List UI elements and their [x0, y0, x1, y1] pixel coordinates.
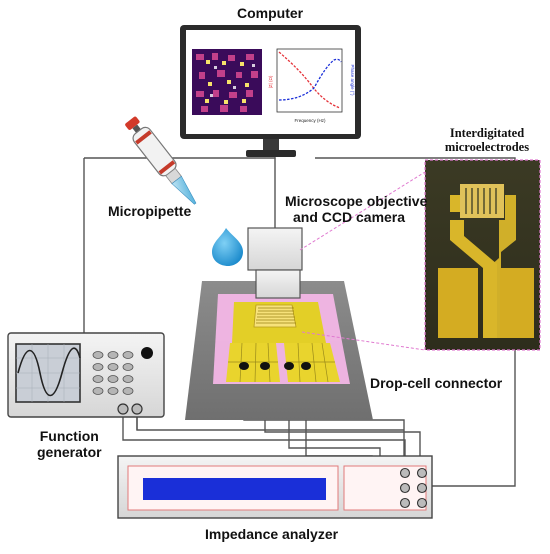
impedance-curve [278, 51, 341, 109]
function-generator-label: Function generator [37, 428, 102, 460]
plot-x-label: Frequency (Hz) [294, 118, 326, 123]
micropipette-label: Micropipette [108, 203, 192, 219]
output-jack-1 [117, 403, 129, 415]
function-generator-label-line2: generator [37, 444, 102, 461]
analyzer-screen [143, 478, 326, 500]
analyzer-jacks [399, 467, 428, 509]
computer-label: Computer [237, 5, 304, 21]
microelectrode-photo [424, 159, 541, 351]
plot-y-right-label: Phase angle (°) [350, 64, 355, 96]
microscope-stage [185, 281, 373, 420]
wire-gen-1 [122, 410, 406, 470]
power-knob [141, 347, 153, 359]
probe-pin-1 [239, 362, 249, 370]
impedance-analyzer [117, 455, 433, 519]
connector-pads-left [226, 343, 280, 382]
generator-buttons [92, 351, 134, 395]
microscope-label-line2: and CCD camera [293, 209, 406, 226]
sine-wave [17, 347, 81, 397]
droplet [212, 228, 243, 266]
monitor-stand [246, 150, 296, 157]
interdigitated-label-line2: microelectrodes [444, 140, 530, 155]
screen-plot: |Z| (Ω) Phase angle (°) Frequency (Hz) [268, 48, 355, 123]
probe-pin-3 [284, 362, 294, 370]
probe-pin-4 [301, 362, 311, 370]
analyzer-right-panel [343, 465, 427, 511]
phase-curve [278, 58, 342, 101]
microscope-objective [247, 227, 303, 299]
monitor-neck [263, 139, 279, 151]
function-generator [7, 332, 165, 418]
plot-y-left-label: |Z| (Ω) [268, 75, 273, 88]
probe-pin-2 [260, 362, 270, 370]
impedance-analyzer-label: Impedance analyzer [205, 526, 339, 542]
interdigitated-label: Interdigitated microelectrodes [431, 126, 543, 155]
micropipette [125, 116, 197, 205]
zoom-callout [299, 171, 426, 351]
drop-cell-label: Drop-cell connector [370, 375, 503, 391]
interdigitated-label-line1: Interdigitated [449, 126, 525, 140]
function-generator-label-line1: Function [39, 428, 99, 444]
connector-pads-right [284, 343, 340, 382]
output-jack-2 [131, 403, 143, 415]
screen-heatmap [192, 49, 262, 115]
microscope-label-line1: Microscope objective [285, 193, 428, 209]
computer-monitor: |Z| (Ω) Phase angle (°) Frequency (Hz) [180, 25, 361, 157]
microscope-label: Microscope objective and CCD camera [285, 193, 427, 225]
